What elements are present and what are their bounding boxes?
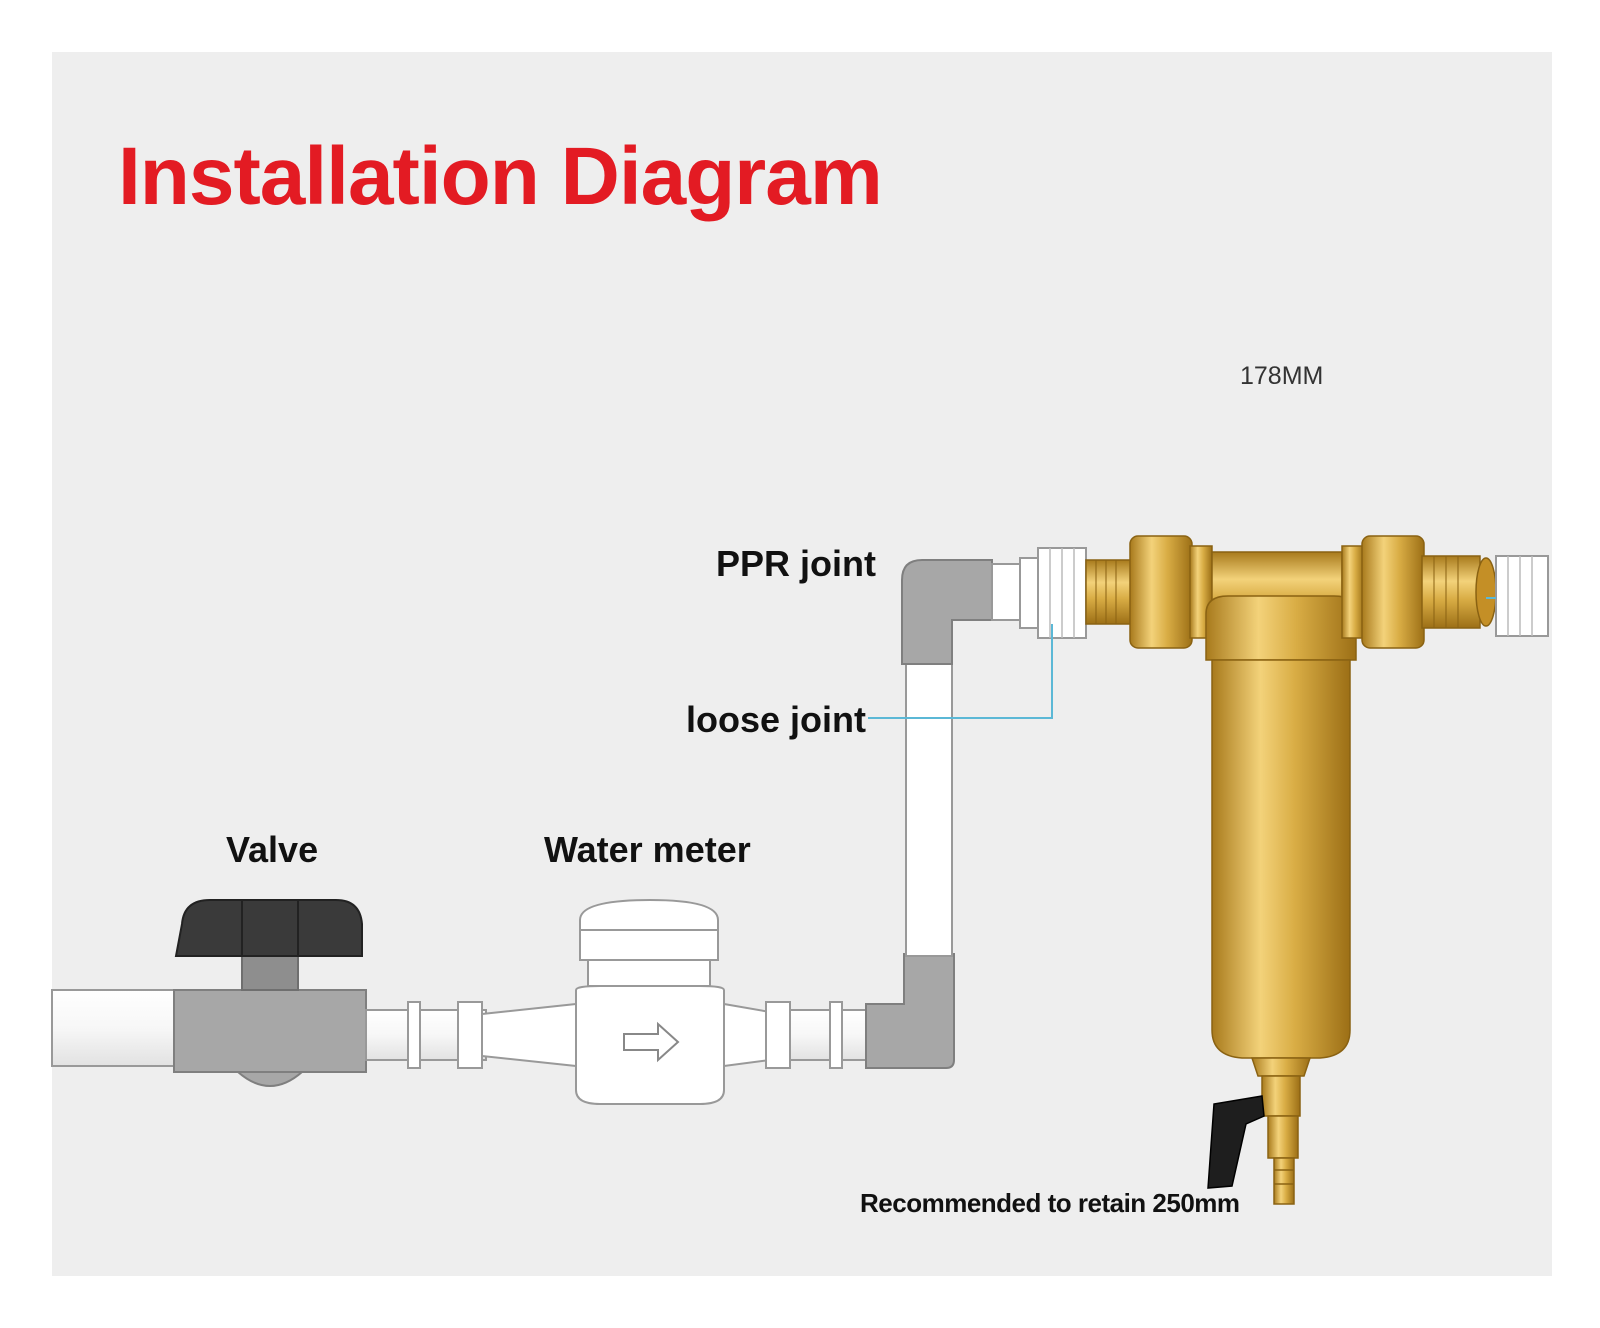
outlet-ppr-joint xyxy=(1495,555,1549,637)
flow-arrow-icon xyxy=(623,1021,680,1063)
pipe-to-ppr xyxy=(991,563,1021,621)
drain-handle-icon xyxy=(1207,1095,1265,1189)
ppr-joint-label: PPR joint xyxy=(716,543,876,584)
lower-elbow xyxy=(865,953,955,1069)
retain-note-label: Recommended to retain 250mm xyxy=(860,1188,1240,1218)
dimension-label: 178MM xyxy=(1240,362,1324,390)
riser-pipe xyxy=(905,663,953,957)
filter-housing xyxy=(1205,551,1357,1077)
diagram-title: Installation Diagram xyxy=(118,131,883,222)
water-meter xyxy=(575,898,725,1105)
inlet-pipe xyxy=(51,989,181,1067)
valve-handle-icon xyxy=(174,899,363,957)
brass-connector-left xyxy=(1085,535,1213,649)
pipe-meter-elbow xyxy=(723,1001,867,1069)
upper-elbow xyxy=(901,559,993,665)
brass-connector-right xyxy=(1341,535,1497,649)
water-meter-label: Water meter xyxy=(544,829,751,870)
valve xyxy=(173,899,367,1087)
loose-joint-label: loose joint xyxy=(686,699,866,740)
valve-label: Valve xyxy=(226,829,319,870)
loose-joint-leader xyxy=(868,597,1496,719)
pipe-valve-meter xyxy=(365,1001,577,1069)
drain-valve xyxy=(1207,1075,1301,1205)
